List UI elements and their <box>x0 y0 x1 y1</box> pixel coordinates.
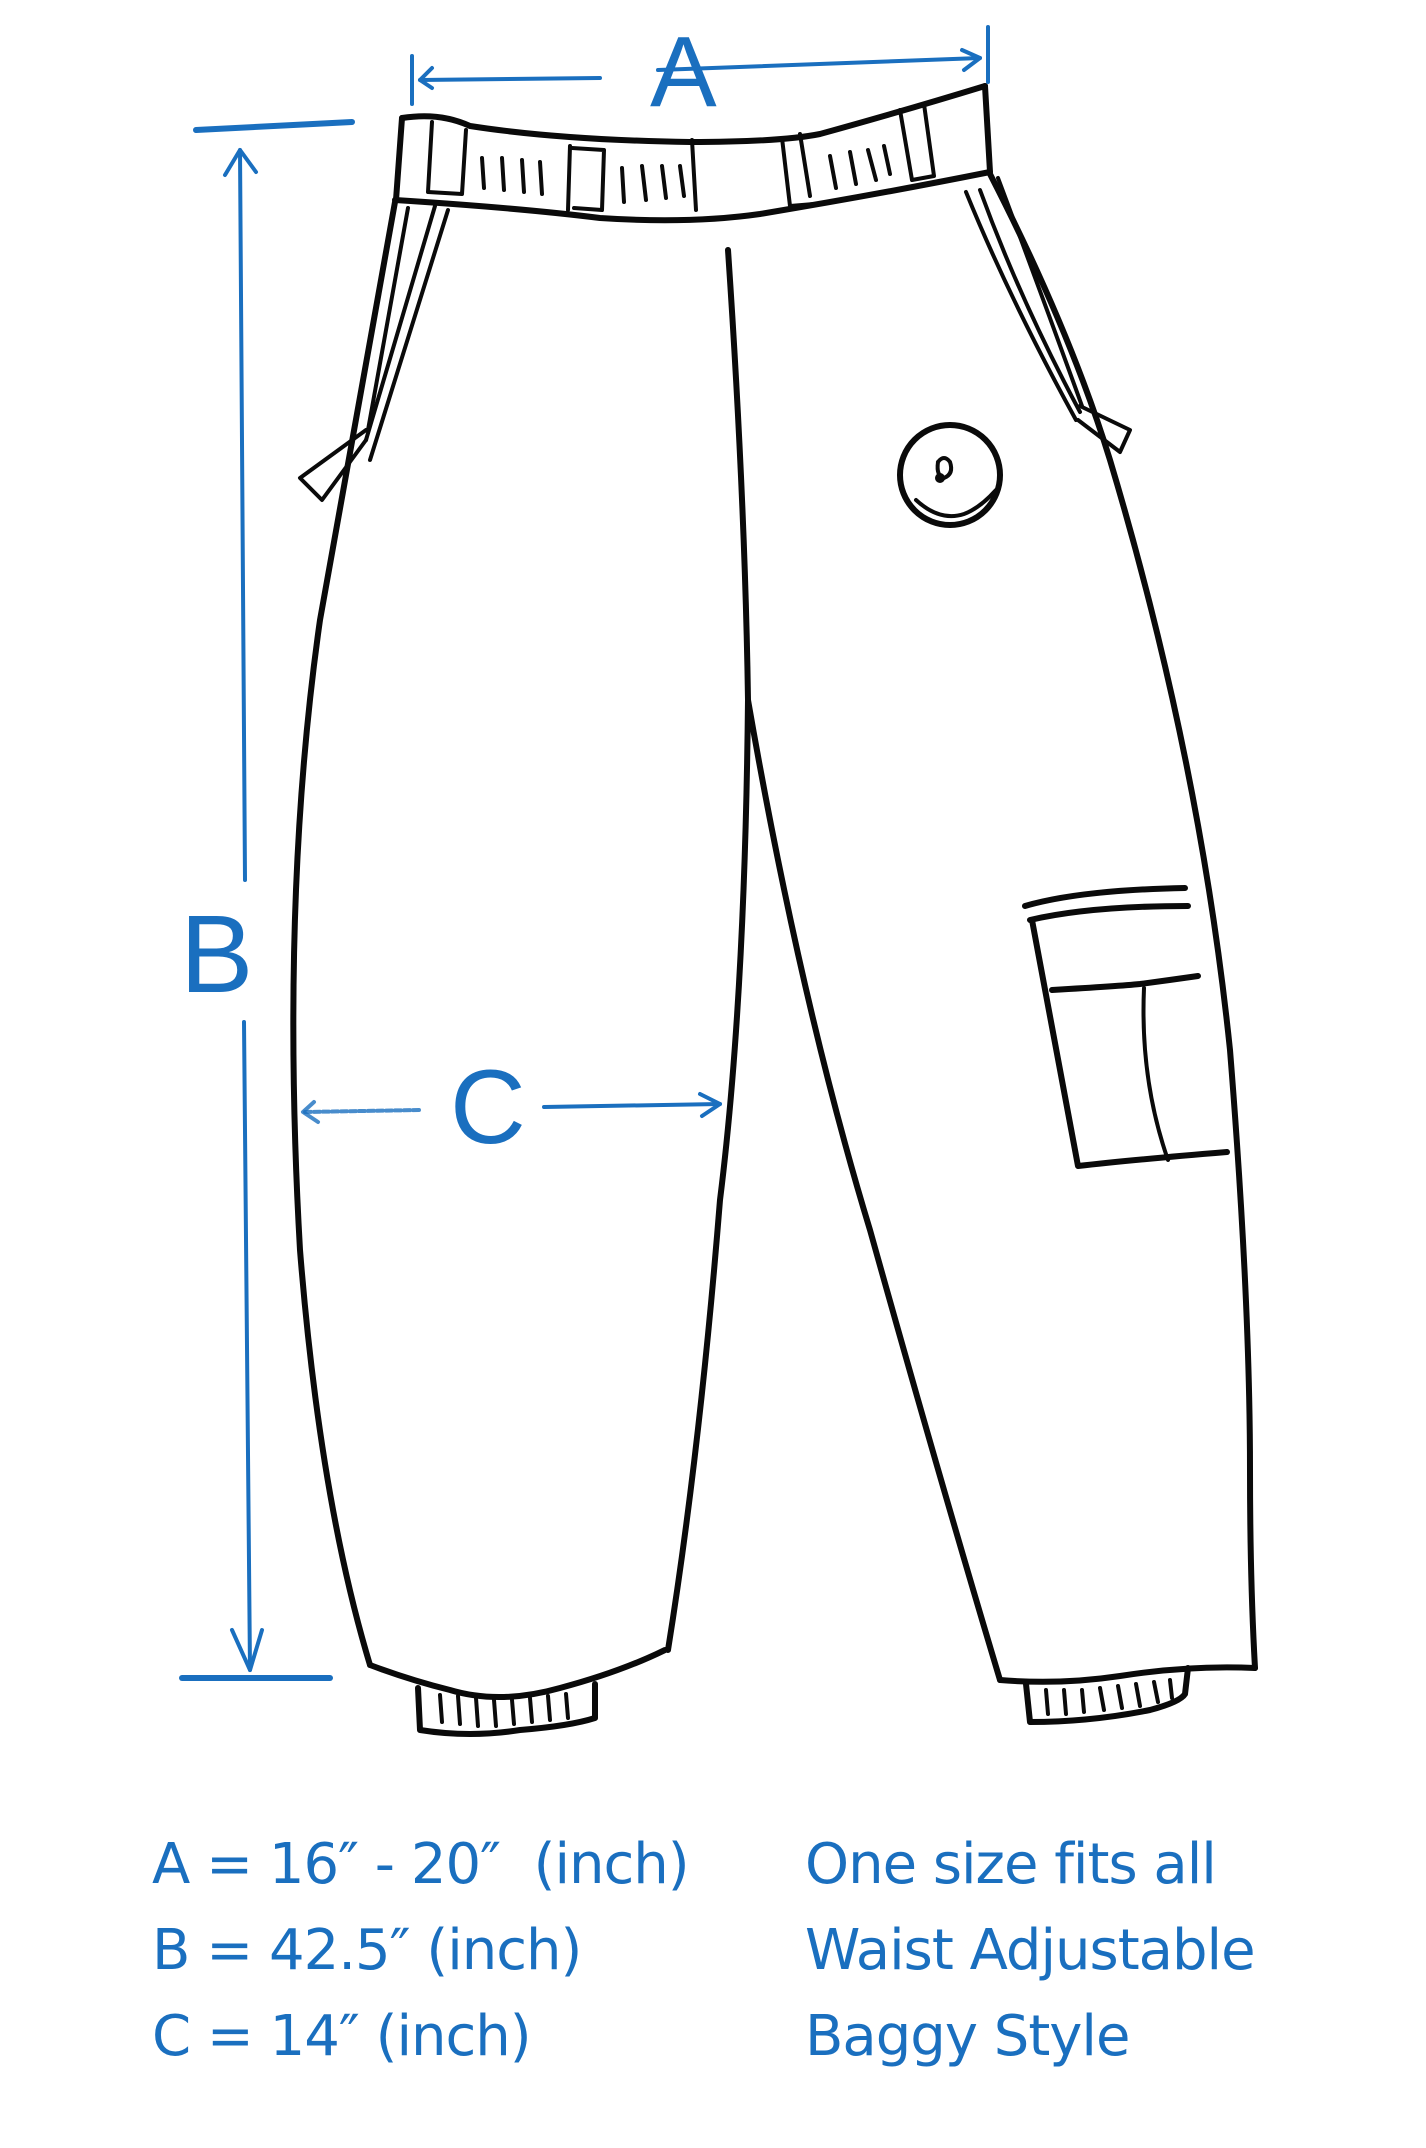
inseam-right <box>745 697 1003 1683</box>
cargo-pocket <box>1022 885 1230 1169</box>
left-leg-outline <box>290 199 398 1668</box>
pants-illustration <box>179 25 1258 1737</box>
feature-list: One size fits all Waist Adjustable Baggy… <box>805 1822 1256 2080</box>
measurement-a: A = 16″ - 20″ (inch) <box>152 1832 690 1897</box>
drawstring-right <box>964 176 1132 454</box>
drawstring-left <box>298 204 450 502</box>
dimension-c-arrow[interactable] <box>301 1092 722 1124</box>
measurement-list: A = 16″ - 20″ (inch) B = 42.5″ (inch) C … <box>152 1822 690 2080</box>
right-cuff <box>1023 1665 1191 1725</box>
waistband <box>392 83 993 224</box>
measurement-c: C = 14″ (inch) <box>152 2004 532 2069</box>
dimension-b-arrow[interactable] <box>179 119 355 1681</box>
dimension-a-label: A <box>650 16 717 128</box>
right-leg-outline <box>987 171 1258 1671</box>
right-hem <box>997 1664 1258 1685</box>
feature-one-size: One size fits all <box>805 1832 1217 1897</box>
inseam-left <box>665 247 751 1653</box>
measurement-b: B = 42.5″ (inch) <box>152 1918 582 1983</box>
dimension-c-label: C <box>450 1049 526 1166</box>
smiley-patch <box>897 422 1003 528</box>
feature-waist-adjustable: Waist Adjustable <box>805 1918 1256 1983</box>
left-hem <box>367 1647 668 1701</box>
dimension-a-arrow[interactable] <box>410 25 990 106</box>
dimension-b-label: B <box>180 893 254 1016</box>
left-cuff <box>415 1681 598 1737</box>
feature-baggy-style: Baggy Style <box>805 2004 1130 2069</box>
